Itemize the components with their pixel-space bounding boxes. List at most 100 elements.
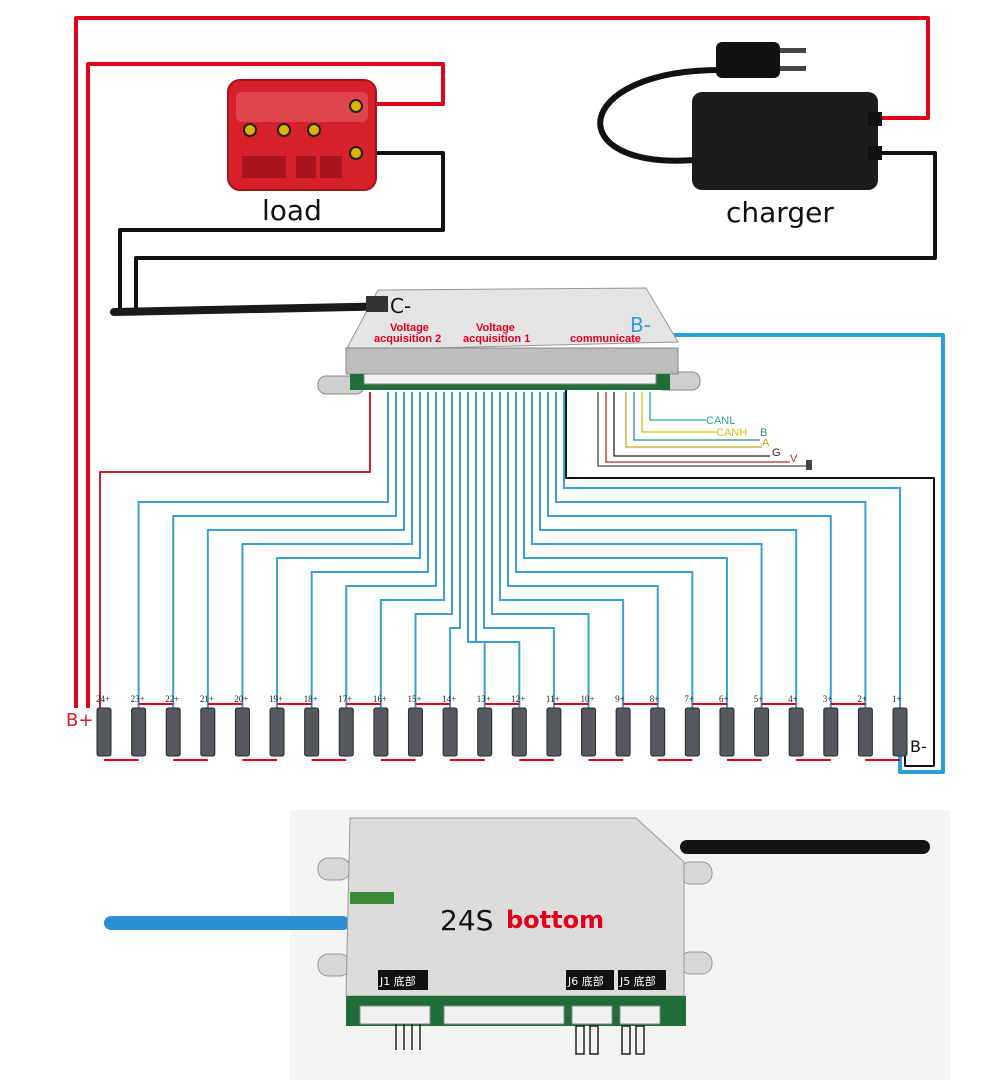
cell-label: 10+ — [581, 694, 595, 704]
pin-b-label: B — [760, 427, 767, 439]
blue-b-minus-wire — [660, 333, 945, 774]
black-wire-charger — [134, 151, 937, 312]
cell-label: 8+ — [650, 694, 660, 704]
battery-cell — [857, 707, 873, 757]
board-title-24s: 24S — [440, 904, 493, 937]
power-wires — [74, 16, 945, 774]
cell-label: 1+ — [892, 694, 902, 704]
sense-wire — [276, 392, 421, 708]
battery-cell — [684, 707, 700, 757]
wire-g — [613, 392, 770, 457]
battery-cell — [96, 707, 112, 757]
sense-wires — [137, 392, 901, 708]
bottom-mount-right-1 — [679, 861, 713, 885]
bottom-mount-right-2 — [679, 951, 713, 975]
cell-label: 12+ — [511, 694, 525, 704]
cell-label: 18+ — [304, 694, 318, 704]
bottom-black-cable — [680, 840, 930, 854]
wire-b — [633, 392, 760, 441]
battery-cell — [754, 707, 770, 757]
bms-connector-row — [363, 373, 657, 385]
b-minus-bottom-label: B- — [910, 737, 927, 756]
load-label: load — [262, 194, 322, 227]
wire-sg — [597, 392, 808, 467]
pin-canl-label: CANL — [706, 415, 735, 427]
battery-cell — [407, 707, 423, 757]
sense-wire — [241, 392, 413, 708]
cell-label: 17+ — [338, 694, 352, 704]
cell-label: 15+ — [407, 694, 421, 704]
sense-wire — [563, 392, 901, 708]
battery-cell — [131, 707, 147, 757]
cell-label: 19+ — [269, 694, 283, 704]
cell-label: 4+ — [788, 694, 798, 704]
cell-label: 6+ — [719, 694, 729, 704]
battery-cell — [477, 707, 493, 757]
sense-wire — [515, 392, 694, 708]
red-wire-charger — [74, 16, 930, 708]
bottom-mount-left-1 — [317, 857, 351, 881]
black-b-minus-wire — [565, 390, 935, 767]
cell-label: 7+ — [684, 694, 694, 704]
battery-cell — [234, 707, 250, 757]
sense-wire — [345, 392, 437, 708]
wire-a — [625, 392, 762, 448]
voltage-acq-2-l2: acquisition 2 — [374, 333, 441, 345]
sense-wire — [379, 392, 445, 708]
battery-cell — [615, 707, 631, 757]
c-minus-label: C- — [390, 294, 411, 318]
sense-wire — [523, 392, 728, 708]
bms-board — [317, 287, 701, 395]
battery-cells: 24+23+22+21+20+19+18+17+16+15+14+13+12+1… — [96, 694, 908, 761]
battery-cell — [442, 707, 458, 757]
battery-cell — [338, 707, 354, 757]
black-wire-load — [118, 151, 445, 312]
pin-v-label: V — [790, 453, 798, 465]
cell-label: 2+ — [857, 694, 867, 704]
battery-cell — [165, 707, 181, 757]
sense-wire — [449, 392, 461, 708]
bms-bottom-view — [104, 810, 950, 1080]
cell-label: 5+ — [754, 694, 764, 704]
cell-label: 21+ — [200, 694, 214, 704]
bms-front-face — [345, 347, 679, 375]
sense-wire — [475, 392, 521, 708]
battery-cell — [892, 707, 908, 757]
battery-cell — [788, 707, 804, 757]
cell-label: 20+ — [234, 694, 248, 704]
cell-label: 22+ — [165, 694, 179, 704]
sense-wire — [491, 392, 590, 708]
communicate-label: communicate — [570, 333, 641, 345]
cell-label: 16+ — [373, 694, 387, 704]
battery-cell — [200, 707, 216, 757]
cell-label: 23+ — [131, 694, 145, 704]
pin-canh-label: CANH — [716, 427, 747, 439]
bottom-mount-left-2 — [317, 953, 351, 977]
wire-v — [605, 392, 790, 463]
red-wire-load — [86, 62, 445, 708]
c-minus-cable — [110, 302, 404, 316]
load-device — [227, 79, 377, 191]
battery-cell — [650, 707, 666, 757]
battery-cell — [546, 707, 562, 757]
sense-wire — [499, 392, 625, 708]
sense-wire — [137, 392, 389, 708]
sense-wire — [531, 392, 763, 708]
cell-label: 13+ — [477, 694, 491, 704]
cell-label: 3+ — [823, 694, 833, 704]
bottom-blue-cable — [104, 916, 350, 930]
battery-cell — [719, 707, 735, 757]
voltage-acq-1-l2: acquisition 1 — [463, 333, 530, 345]
battery-cell — [373, 707, 389, 757]
sense-wire — [507, 392, 659, 708]
sense-wire — [555, 392, 867, 708]
charger-device — [597, 42, 882, 190]
ground-terminal — [806, 460, 812, 470]
bms-top-face — [345, 287, 679, 351]
sense-wire — [206, 392, 405, 708]
battery-cell — [269, 707, 285, 757]
b-plus-label: B+ — [66, 710, 93, 731]
j1-label: J1 底部 — [379, 974, 416, 988]
wire-canh — [641, 392, 716, 433]
